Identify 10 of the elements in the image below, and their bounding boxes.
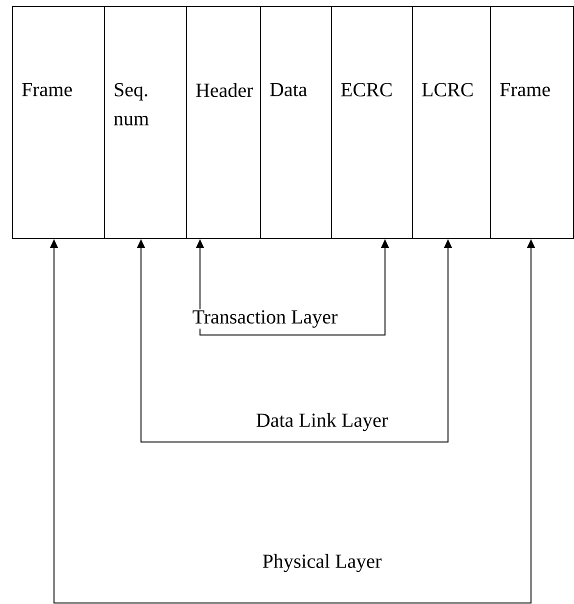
packet-field-cell: Frame [12, 6, 105, 239]
packet-field-cell: Data [260, 6, 332, 239]
packet-field-cell: Header [186, 6, 261, 239]
edge-label: Transaction Layer [192, 310, 338, 328]
packet-field-cell: LCRC [412, 6, 491, 239]
edge-label: Data Link Layer [256, 412, 388, 432]
packet-field-cell: Frame [490, 6, 574, 239]
packet-field-cell: ECRC [331, 6, 413, 239]
edge-label: Physical Layer [262, 554, 382, 572]
packet-field-cell: Seq. num [104, 6, 187, 239]
